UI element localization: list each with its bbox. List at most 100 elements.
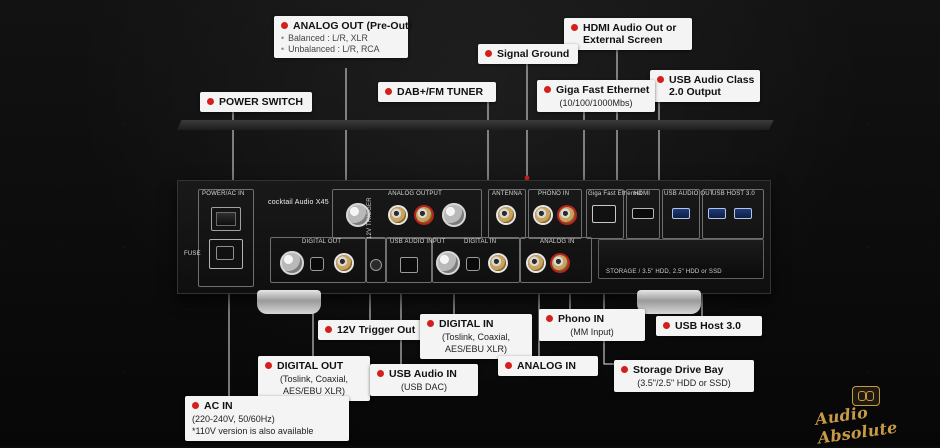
usb-host-port-2[interactable]: [734, 208, 752, 219]
callout-title: USB Audio Class: [669, 74, 755, 86]
digital-out-toslink[interactable]: [310, 257, 324, 271]
ethernet-section: [586, 189, 624, 239]
callout-title: USB Audio IN: [389, 368, 457, 380]
fuse-label: FUSE: [184, 251, 201, 257]
phono-in-rca-left[interactable]: [535, 207, 551, 223]
usb-host-label: USB HOST 3.0: [712, 191, 755, 197]
callout-title: Signal Ground: [497, 48, 570, 60]
device-rear-panel: POWER/AC IN FUSE cocktail Audio X45 ANAL…: [177, 120, 774, 316]
usb-audio-out-label: USB AUDIO OUT: [664, 191, 714, 197]
analog-in-label: ANALOG IN: [540, 239, 575, 245]
usb-audio-out-section: [662, 189, 700, 239]
antenna-port[interactable]: [498, 207, 514, 223]
trigger-label: 12V TRIGGER: [367, 197, 373, 239]
trigger-section: [366, 237, 386, 283]
analog-output-label: ANALOG OUTPUT: [388, 191, 442, 197]
callout-bullet: Balanced : L/R, XLR: [281, 33, 401, 43]
usb-audio-out-port[interactable]: [672, 208, 690, 219]
callout-sub-line: *110V version is also available: [192, 426, 314, 437]
ethernet-port[interactable]: [592, 205, 616, 223]
callout-giga-ethernet: Giga Fast Ethernet (10/100/1000Mbs): [537, 80, 655, 113]
callout-dot: [621, 365, 628, 373]
ethernet-label: Giga Fast Ethernet: [588, 191, 642, 197]
phono-in-label: PHONO IN: [538, 191, 570, 197]
power-switch[interactable]: [211, 207, 241, 231]
callout-dot: [546, 314, 553, 322]
trigger-jack[interactable]: [370, 259, 382, 271]
digital-in-coax[interactable]: [490, 255, 506, 271]
power-section: [198, 189, 254, 287]
callout-sub-line: (Toslink, Coaxial,: [279, 374, 349, 385]
callout-title: ANALOG IN: [517, 360, 576, 372]
phono-in-section: [528, 189, 582, 239]
analog-output-section: [332, 189, 482, 239]
analog-out-xlr-left[interactable]: [346, 203, 370, 227]
callout-usb-audio-class: USB Audio Class 2.0 Output: [650, 70, 760, 103]
rear-panel: POWER/AC IN FUSE cocktail Audio X45 ANAL…: [177, 180, 771, 294]
analog-out-rca-right[interactable]: [416, 207, 432, 223]
callout-dot: [265, 361, 272, 369]
callout-usb-audio-in: USB Audio IN (USB DAC): [370, 364, 478, 397]
digital-in-xlr[interactable]: [436, 251, 460, 275]
usb-audio-input-label: USB AUDIO INPUT: [390, 239, 446, 245]
hdmi-port[interactable]: [632, 208, 654, 219]
ac-inlet[interactable]: [209, 239, 243, 269]
storage-label: STORAGE / 3.5" HDD, 2.5" HDD or SSD: [606, 269, 722, 275]
digital-out-label: DIGITAL OUT: [302, 239, 342, 245]
foot-left: [257, 290, 321, 314]
callout-dot: [192, 401, 199, 409]
digital-out-xlr[interactable]: [280, 251, 304, 275]
digital-in-section: [432, 237, 520, 283]
callout-sub: (MM Input): [570, 327, 614, 338]
callout-sub: (10/100/1000Mbs): [559, 98, 633, 109]
antenna-section: [488, 189, 526, 239]
foot-right: [637, 290, 701, 314]
power-ac-in-label: POWER/AC IN: [202, 191, 245, 197]
usb-audio-input-section: [386, 237, 432, 283]
callout-sub-line: (Toslink, Coaxial,: [441, 332, 511, 343]
callout-dot: [281, 21, 288, 29]
callout-signal-ground: Signal Ground: [478, 44, 578, 65]
callout-dot: [427, 319, 434, 327]
callout-title: POWER SWITCH: [219, 96, 303, 108]
callout-trigger: 12V Trigger Out: [318, 320, 430, 341]
callout-dot: [207, 97, 214, 105]
logo-badge-icon: [852, 386, 880, 406]
callout-title: 12V Trigger Out: [337, 324, 416, 336]
callout-title: DAB+/FM TUNER: [397, 86, 484, 98]
callout-title: Giga Fast Ethernet: [556, 84, 650, 96]
callout-sub: (3.5"/2.5" HDD or SSD): [637, 378, 731, 389]
digital-in-toslink[interactable]: [466, 257, 480, 271]
callout-usb-host: USB Host 3.0: [656, 316, 762, 337]
chassis-top-edge: [177, 120, 774, 130]
callout-sub-line: AES/EBU XLR): [282, 386, 346, 397]
hdmi-label: HDMI: [634, 191, 651, 197]
callout-title: AC IN: [204, 400, 233, 412]
panel-brand-text: cocktail Audio X45: [268, 199, 329, 206]
callout-dot: [657, 75, 664, 83]
callout-bullet: Unbalanced : L/R, RCA: [281, 44, 401, 54]
callout-analog-in: ANALOG IN: [498, 356, 598, 377]
callout-sub-line: AES/EBU XLR): [444, 344, 508, 355]
usb-b-port[interactable]: [400, 257, 418, 273]
callout-power-switch: POWER SWITCH: [200, 92, 312, 113]
analog-in-section: [520, 237, 592, 283]
callout-title: Phono IN: [558, 313, 605, 325]
phono-in-rca-right[interactable]: [559, 207, 575, 223]
callout-dot: [377, 369, 384, 377]
analog-in-rca-left[interactable]: [528, 255, 544, 271]
analog-out-rca-left[interactable]: [390, 207, 406, 223]
hdmi-section: [626, 189, 660, 239]
callout-storage: Storage Drive Bay (3.5"/2.5" HDD or SSD): [614, 360, 754, 393]
storage-bay[interactable]: [598, 239, 764, 279]
digital-out-coax[interactable]: [336, 255, 352, 271]
digital-out-section: [270, 237, 366, 283]
callout-analog-out: ANALOG OUT (Pre-Out) Balanced : L/R, XLR…: [274, 16, 412, 59]
callout-digital-in: DIGITAL IN (Toslink, Coaxial, AES/EBU XL…: [420, 314, 532, 359]
usb-host-port-1[interactable]: [708, 208, 726, 219]
analog-in-rca-right[interactable]: [552, 255, 568, 271]
analog-out-xlr-right[interactable]: [442, 203, 466, 227]
callout-title: USB Host 3.0: [675, 320, 741, 332]
callout-digital-out: DIGITAL OUT (Toslink, Coaxial, AES/EBU X…: [258, 356, 370, 401]
digital-in-label: DIGITAL IN: [464, 239, 497, 245]
